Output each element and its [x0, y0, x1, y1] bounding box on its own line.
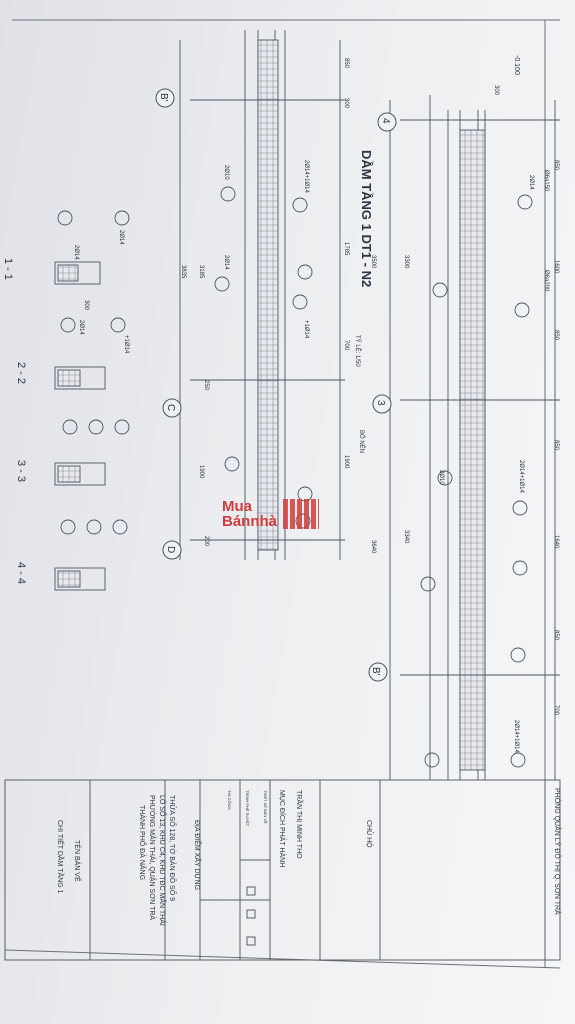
owner-name: TRẦN THỊ MINH THO	[295, 790, 305, 859]
rebar-label-a: Ø6a150	[543, 170, 549, 192]
title-block-text: PHÒNG QUẢN LÝ ĐÔ THỊ Q. SƠN TRÀ CHỦ HỘ T…	[56, 788, 562, 926]
dim-1900-b: 1900	[198, 465, 204, 479]
dim-300-a: 300	[493, 85, 499, 96]
row-design: THIẾT KẾ BẢN VẼ	[263, 790, 268, 824]
sec1-dim: 300	[83, 300, 89, 311]
rebar-bubbles	[57, 186, 533, 768]
location-label: ĐỊA ĐIỂM XÂY DỰNG	[193, 820, 202, 890]
building-icon	[283, 499, 320, 529]
sec1-rebar: 2Ø14	[73, 245, 79, 260]
beam-elevation-right	[389, 95, 560, 780]
watermark-line-1: Mua	[222, 498, 252, 515]
axis-3: 3	[375, 400, 386, 406]
section-3-title: 3 - 3	[15, 460, 27, 482]
drawing-name: CHI TIẾT DẦM TẦNG 1	[56, 820, 66, 894]
axis-c: C	[165, 404, 176, 411]
axis-d: D	[165, 546, 176, 553]
legend-label: BỔ NÊN	[358, 430, 366, 453]
watermark-line-2: Bánnhà	[222, 513, 278, 530]
sec2-rebar: 2Ø14	[78, 320, 84, 335]
dim-850-d: 850	[553, 630, 559, 641]
dim-700: 700	[553, 705, 559, 716]
dim-850-c: 850	[553, 440, 559, 451]
beam-elevation-left	[179, 30, 345, 560]
axis-labels: 4 3 B' B' C D DẦM TẦNG 1 DT1 - N2 TỶ LỆ:…	[73, 55, 559, 754]
section-1-title: 1 - 1	[2, 258, 14, 280]
rebar-label-j: +1Ø14	[303, 320, 309, 339]
axis-b2: B'	[158, 93, 169, 102]
address-line-3: PHƯỜNG MÂN THÁI, QUẬN SƠN TRÀ	[148, 795, 157, 920]
rebar-label-c: Ø6a200	[543, 270, 549, 292]
dim-250: 250	[203, 380, 209, 391]
section-titles: 1 - 1 2 - 2 3 - 3 4 - 4	[2, 258, 27, 584]
dim-3300: 3300	[403, 255, 409, 269]
address-line-4: THÀNH PHỐ ĐÀ NẴNG	[138, 805, 148, 880]
beam-title: DẦM TẦNG 1 DT1 - N2	[359, 150, 374, 287]
dim-3500: 3500	[370, 255, 376, 269]
rebar-label-g: 2Ø14+1Ø14	[303, 160, 309, 194]
axis-bubbles	[155, 88, 397, 682]
dim-3835: 3835	[180, 265, 186, 279]
dim-1900-a: 1900	[343, 455, 349, 469]
sec1-rebar-top: 2Ø14	[118, 230, 124, 245]
dim-850-b: 850	[553, 330, 559, 341]
dim-850-e: 850	[343, 58, 349, 69]
dim-300-b: 300	[343, 98, 349, 109]
drawing-name-label: TÊN BẢN VẼ	[73, 840, 82, 882]
level-mark: -0.100	[513, 55, 520, 75]
dim-1785: 1785	[343, 242, 349, 256]
section-2-title: 2 - 2	[15, 362, 27, 384]
dim-3640: 3640	[370, 540, 376, 554]
address-line-2: LÔ SỐ 13, KHU C4, KHU TĐC MÂN THÁI	[158, 795, 168, 926]
dim-200: 200	[203, 536, 209, 547]
axis-4: 4	[380, 118, 391, 124]
rebar-label-h: 2Ø10	[223, 165, 229, 180]
title-block	[4, 779, 561, 961]
dim-3185: 3185	[198, 265, 204, 279]
rebar-label-b: 2Ø14	[528, 175, 534, 190]
row-approval: TRÌNH PHÊ DUYỆT	[245, 790, 250, 827]
section-details	[54, 261, 106, 591]
rebar-label-f: 2Ø14+1Ø14	[513, 720, 519, 754]
dim-3340: 3340	[403, 530, 409, 544]
sec2-rebar-top: +1Ø14	[123, 335, 129, 354]
dim-850-a: 850	[553, 160, 559, 171]
rebar-label-i: 2Ø14	[223, 255, 229, 270]
section-4-title: 4 - 4	[15, 562, 27, 584]
dim-1600: 1600	[553, 260, 559, 274]
row-construction: THI CÔNG	[227, 790, 232, 810]
owner-label: CHỦ HỘ	[365, 820, 374, 848]
scale-label: TỶ LỆ: 1/50	[354, 335, 362, 367]
purpose-label: MỤC ĐÍCH PHÁT HÀNH	[278, 790, 287, 867]
watermark: Mua Bánnhà	[222, 494, 362, 534]
rebar-label-d: 2Ø14+1Ø14	[518, 460, 524, 494]
agency-name: PHÒNG QUẢN LÝ ĐÔ THỊ Q. SƠN TRÀ	[553, 788, 562, 915]
axis-b1: B'	[370, 667, 381, 676]
address-line-1: THỬA SỐ 128, TỜ BẢN ĐỒ SỐ 9	[168, 795, 178, 901]
rebar-label-e: 2Ø10	[438, 470, 444, 485]
dim-700-b: 700	[343, 340, 349, 351]
dim-1640: 1640	[553, 535, 559, 549]
